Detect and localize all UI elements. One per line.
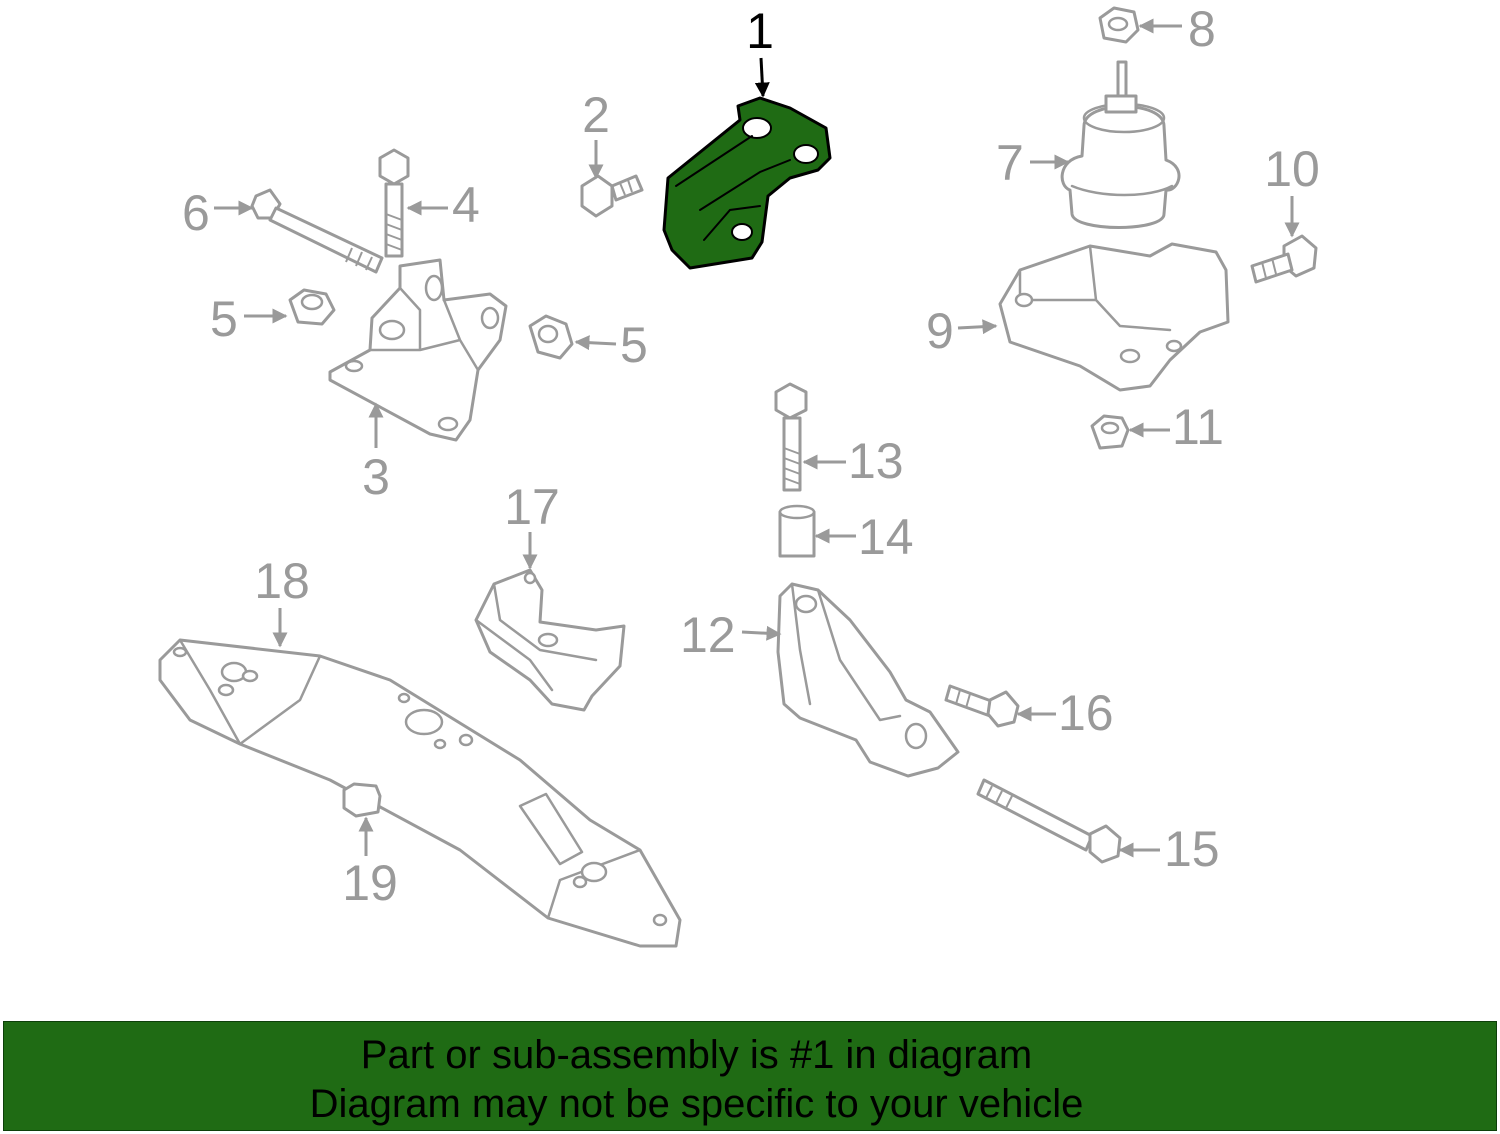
svg-text:14: 14: [858, 509, 914, 565]
svg-text:8: 8: [1188, 1, 1216, 57]
svg-text:16: 16: [1058, 685, 1114, 741]
part-16-bolt: [944, 684, 1020, 728]
part-5-nut-right: [528, 314, 574, 360]
callout-5-left: 5: [210, 291, 288, 347]
callout-9: 9: [926, 303, 998, 359]
svg-text:13: 13: [848, 433, 904, 489]
svg-text:2: 2: [582, 87, 610, 143]
callout-10: 10: [1264, 141, 1320, 238]
callout-8: 8: [1138, 1, 1216, 57]
svg-text:5: 5: [210, 291, 238, 347]
callout-11: 11: [1128, 399, 1224, 455]
part-2-bolt: [580, 174, 644, 218]
callout-16: 16: [1016, 685, 1114, 741]
part-9-mount-plate: [998, 242, 1230, 392]
callout-17: 17: [504, 479, 560, 570]
part-15-bolt: [976, 778, 1122, 864]
info-banner: Part or sub-assembly is #1 in diagram Di…: [3, 1021, 1497, 1131]
svg-text:7: 7: [996, 135, 1024, 191]
svg-text:1: 1: [746, 3, 774, 59]
svg-text:5: 5: [620, 317, 648, 373]
part-5-nut-left: [288, 288, 336, 326]
parts-diagram: 1 2 3 4 5 5 6 7 8 9 10 11: [158, 1, 1320, 948]
part-8-nut: [1098, 6, 1140, 44]
svg-text:18: 18: [254, 553, 310, 609]
callout-1: 1: [746, 3, 774, 98]
banner-line-part-number: Part or sub-assembly is #1 in diagram: [360, 1033, 1033, 1077]
svg-text:10: 10: [1264, 141, 1320, 197]
part-1-mount-bracket: [662, 96, 832, 270]
part-10-bolt: [1250, 234, 1318, 284]
svg-text:9: 9: [926, 303, 954, 359]
part-13-bolt: [774, 382, 808, 492]
callout-13: 13: [802, 433, 904, 489]
svg-text:12: 12: [680, 607, 736, 663]
callout-19: 19: [342, 816, 398, 911]
svg-text:15: 15: [1164, 821, 1220, 877]
callout-14: 14: [814, 509, 914, 565]
svg-text:17: 17: [504, 479, 560, 535]
part-7-engine-mount: [1060, 60, 1181, 229]
svg-text:4: 4: [452, 177, 480, 233]
callout-12: 12: [680, 607, 782, 663]
part-19-bushing: [342, 782, 382, 818]
callout-6: 6: [182, 185, 254, 241]
part-12-mount-bracket: [776, 582, 960, 778]
callout-18: 18: [254, 553, 310, 648]
svg-text:11: 11: [1172, 399, 1224, 455]
part-11-bushing: [1090, 414, 1130, 450]
callout-2: 2: [582, 87, 610, 180]
part-6-bolt: [250, 188, 384, 274]
svg-text:19: 19: [342, 855, 398, 911]
svg-text:6: 6: [182, 185, 210, 241]
part-14-spacer: [778, 504, 816, 558]
part-4-bolt: [378, 148, 410, 258]
svg-text:3: 3: [362, 449, 390, 505]
banner-line-disclaimer: Diagram may not be specific to your vehi…: [309, 1082, 1084, 1126]
callout-7: 7: [996, 135, 1070, 191]
part-18-crossmember: [158, 638, 682, 948]
callout-3: 3: [362, 402, 390, 505]
callout-5-right: 5: [574, 317, 648, 373]
part-17-bracket: [474, 568, 626, 712]
callout-4: 4: [406, 177, 480, 233]
part-3-mount-bracket: [328, 258, 508, 442]
callout-15: 15: [1118, 821, 1220, 877]
